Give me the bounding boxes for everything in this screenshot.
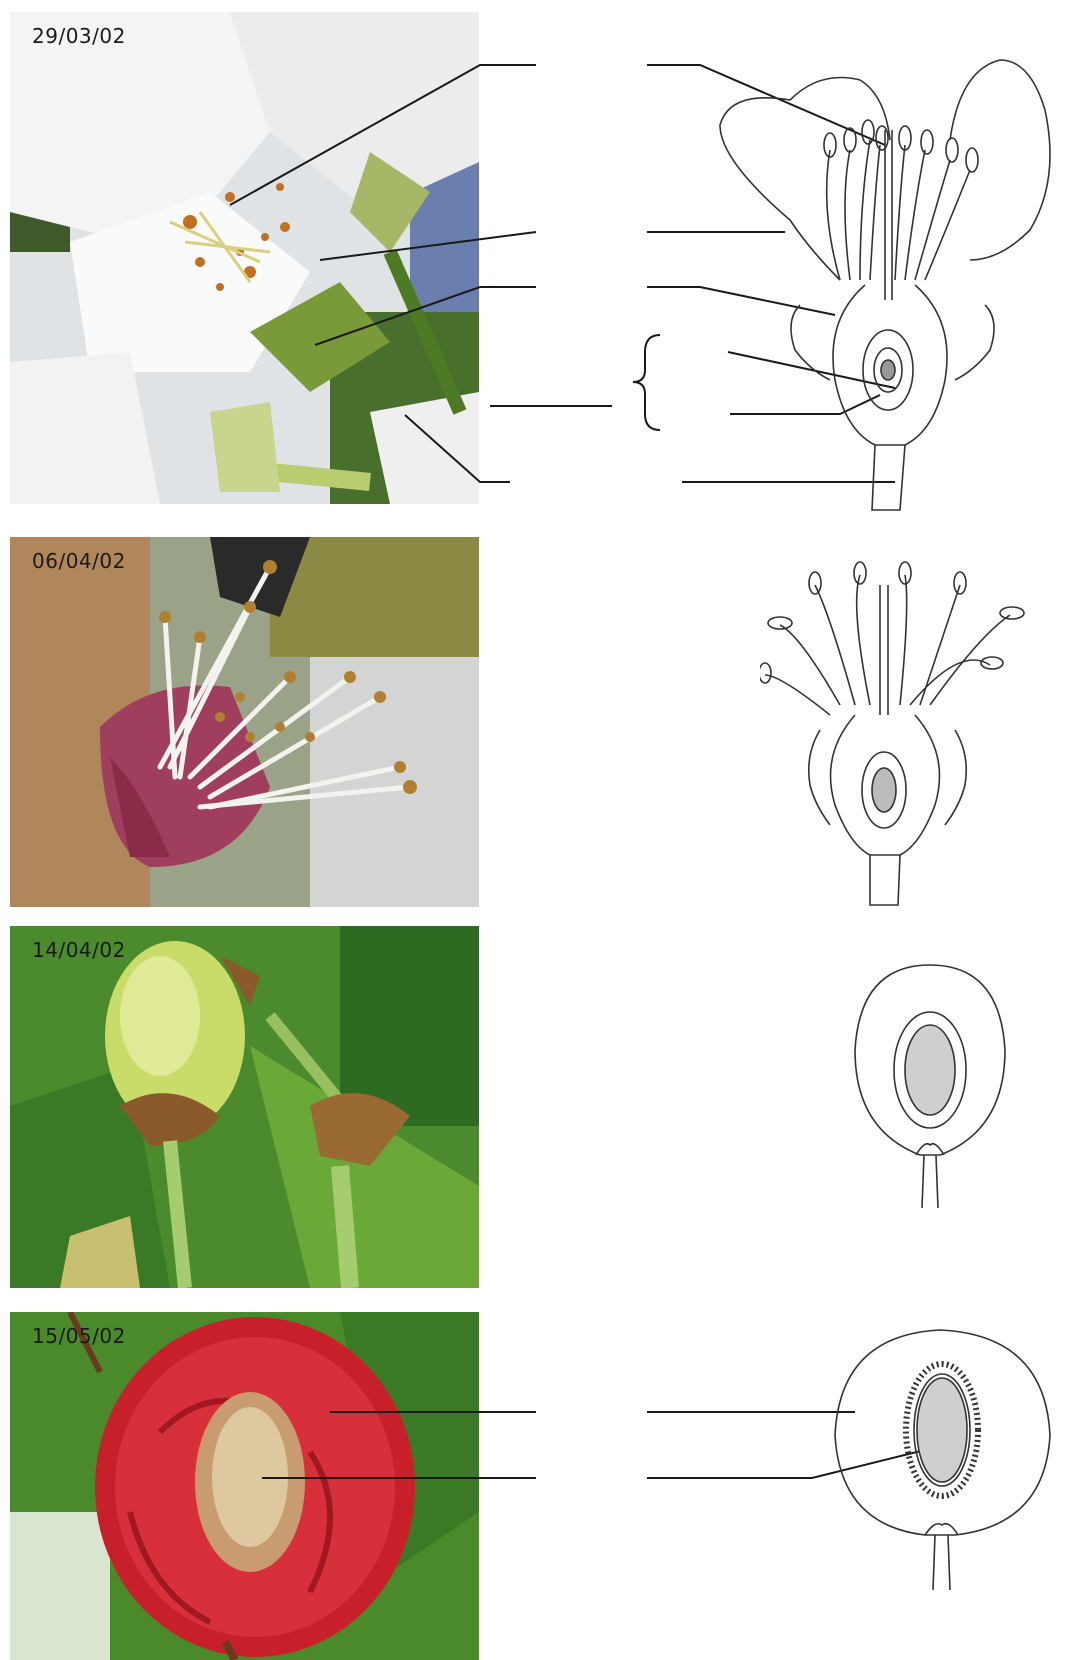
ripe-fruit-drawing [830, 1325, 1060, 1595]
sepal-right [945, 730, 966, 825]
leader-line-stamens [230, 65, 536, 205]
sepal-right [955, 305, 994, 380]
petal-left [720, 78, 890, 221]
sepal-left [791, 305, 830, 380]
peduncle [872, 445, 905, 510]
petal-right [950, 60, 1050, 260]
brace-pistil [633, 335, 660, 430]
leader-line-petal [320, 232, 536, 260]
anthers [760, 562, 1024, 683]
peduncle [933, 1535, 950, 1590]
flower-section-drawing [700, 50, 1060, 520]
style [880, 585, 888, 715]
seed [905, 1025, 955, 1115]
flower-without-petals-drawing [760, 555, 1050, 915]
seed [917, 1378, 967, 1482]
peduncle [922, 1155, 938, 1208]
sepal-left [809, 730, 830, 825]
peduncle [870, 855, 900, 905]
leader-line-peduncle [405, 415, 510, 482]
young-fruit-drawing [840, 960, 1020, 1210]
leader-line-sepal [315, 287, 536, 345]
